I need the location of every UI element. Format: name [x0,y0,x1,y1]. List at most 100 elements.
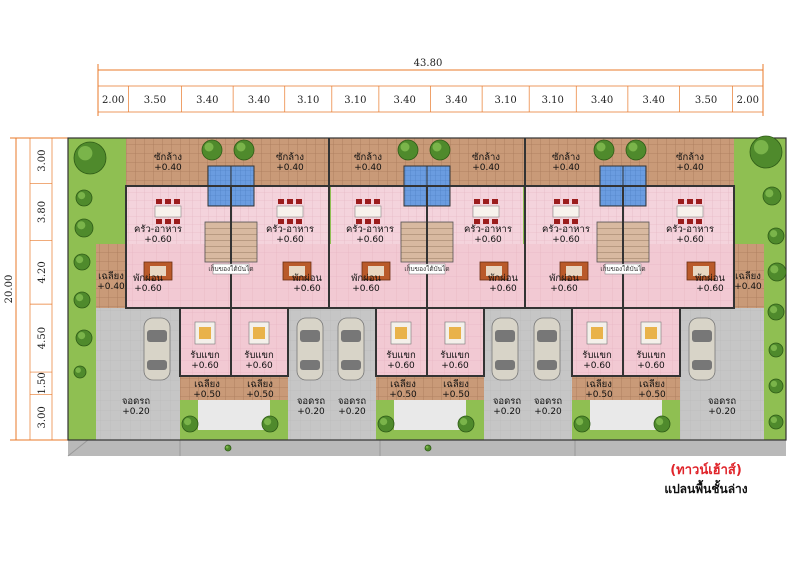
reception-label: รับแขก [386,350,416,361]
side-terrace-level: +0.40 [97,282,125,292]
front-terraces [180,376,680,430]
terrace-level: +0.50 [638,390,666,400]
horizontal-segment-label: 3.10 [344,95,366,106]
tree [762,186,782,206]
side-terrace-right [734,244,764,308]
parked-cars [143,317,716,381]
horizontal-segment-label: 3.40 [196,95,218,106]
parking-label: จอดรถ [297,396,326,407]
tree [767,262,787,282]
living-label: พักผ่อน [488,273,518,284]
horizontal-segment-label: 3.10 [495,95,517,106]
tree [768,378,784,394]
parking-label: จอดรถ [122,396,151,407]
parking-label: จอดรถ [493,396,522,407]
reception-label: รับแขก [190,350,220,361]
living-set [143,261,173,281]
horizontal-segment-label: 3.50 [695,95,717,106]
laundry-label: ซักล้าง [154,152,182,163]
parking-level: +0.20 [338,407,366,417]
reception-level: +0.60 [583,361,611,371]
side-terrace-label: เฉลียง [98,270,124,282]
horizontal-segment-label: 3.50 [144,95,166,106]
laundry-level: +0.40 [354,163,382,173]
kitchen-level: +0.60 [474,235,502,245]
tree [429,139,451,161]
living-level: +0.60 [550,284,578,294]
reception-label: รับแขก [636,350,666,361]
living-level: +0.60 [696,284,724,294]
dining-set [354,199,382,224]
kitchen-label: ครัว-อาหาร [542,224,590,235]
dining-set [552,199,580,224]
kitchen-level: +0.60 [676,235,704,245]
terrace-label: เฉลียง [247,378,273,390]
tree [573,415,591,433]
tree [73,253,91,271]
tree [261,415,279,433]
reception-level: +0.60 [637,361,665,371]
kitchen-label: ครัว-อาหาร [346,224,394,235]
dining-set [276,199,304,224]
tree [768,414,784,430]
parking-level: +0.20 [122,407,150,417]
parking-level: +0.20 [534,407,562,417]
laundry-label: ซักล้าง [354,152,382,163]
horizontal-segment-label: 3.40 [445,95,467,106]
tree [749,135,783,169]
car [688,317,716,381]
terrace-level: +0.50 [442,390,470,400]
living-set [361,261,391,281]
tree [75,189,93,207]
vertical-segment-label: 3.80 [37,201,48,223]
terrace-level: +0.50 [193,390,221,400]
reception-sofa [390,321,412,345]
car [296,317,324,381]
laundry-label: ซักล้าง [676,152,704,163]
laundry-level: +0.40 [276,163,304,173]
living-set [559,261,589,281]
furniture [143,199,716,345]
living-label: พักผ่อน [695,273,725,284]
laundry-level: +0.40 [676,163,704,173]
parking-label: จอดรถ [534,396,563,407]
stair-storage-box [408,263,446,275]
kitchen-label: ครัว-อาหาร [666,224,714,235]
laundry-level: +0.40 [552,163,580,173]
reception-sofa [194,321,216,345]
kitchen-label: ครัว-อาหาร [266,224,314,235]
tree [73,291,91,309]
car [533,317,561,381]
tree [653,415,671,433]
plan-caption: (ทาวน์เฮ้าส์) แปลนพื้นชั้นล่าง [646,462,766,498]
room-labels: ซักล้าง +0.40 ซักล้าง +0.40 ซักล้าง +0.4… [97,152,762,417]
total-width-label: 43.80 [414,58,443,69]
laundry-label: ซักล้าง [276,152,304,163]
vertical-segment-label: 1.50 [37,372,48,394]
tree [181,415,199,433]
living-level: +0.60 [352,284,380,294]
horizontal-segment-label: 2.00 [102,95,124,106]
reception-label: รับแขก [440,350,470,361]
terrace-level: +0.50 [246,390,274,400]
dining-set [472,199,500,224]
laundry-label: ซักล้าง [552,152,580,163]
tree [625,139,647,161]
laundry-level: +0.40 [472,163,500,173]
tree [767,227,785,245]
tree [201,139,223,161]
living-level: +0.60 [489,284,517,294]
horizontal-segment-label: 3.40 [394,95,416,106]
parking-level: +0.20 [297,407,325,417]
living-set [282,261,312,281]
terrace-label: เฉลียง [443,378,469,390]
living-label: พักผ่อน [292,273,322,284]
horizontal-segment-label: 3.40 [248,95,270,106]
horizontal-segment-label: 3.40 [643,95,665,106]
tree [74,218,94,238]
parking-label: จอดรถ [338,396,367,407]
laundry-label: ซักล้าง [472,152,500,163]
living-set [479,261,509,281]
reception-level: +0.60 [245,361,273,371]
